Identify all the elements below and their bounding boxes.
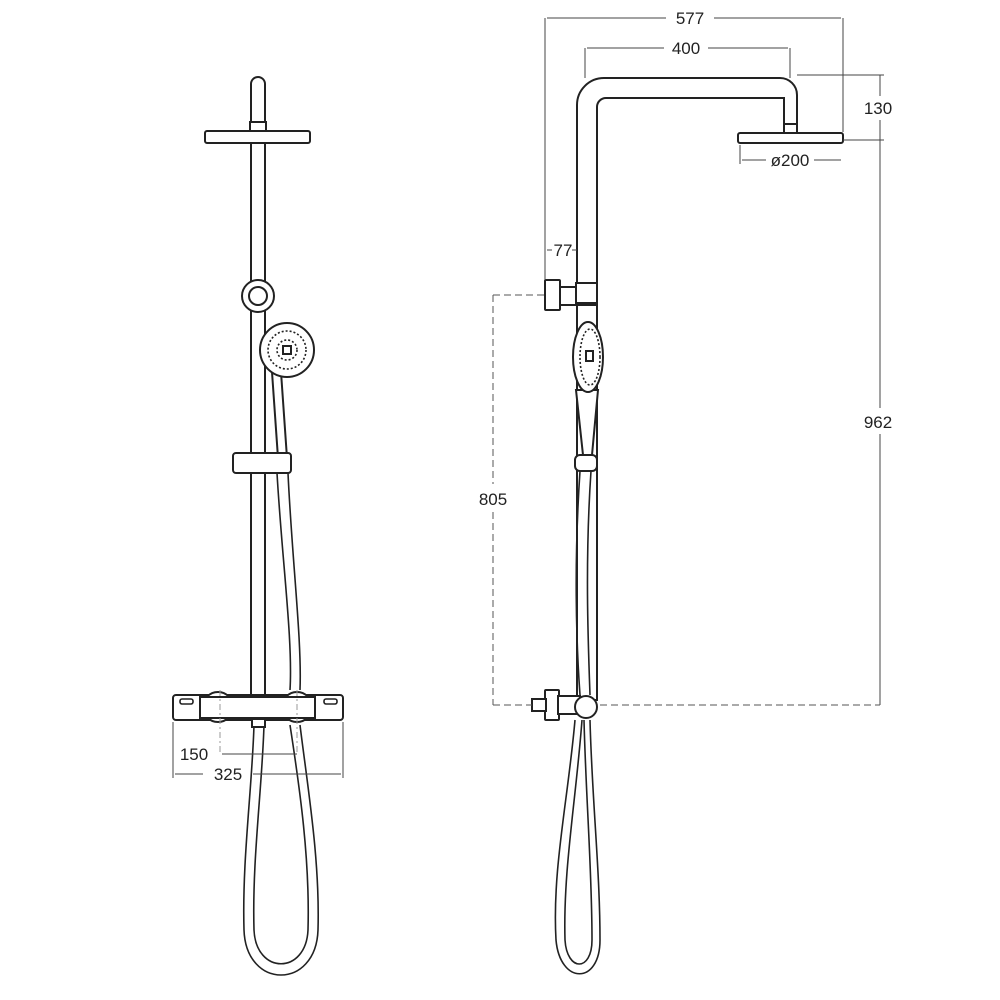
front-view: 150 325 (172, 76, 344, 976)
hose-loop (554, 719, 601, 975)
mixer-lever-left (179, 698, 194, 705)
mixer-lever-right (323, 698, 338, 705)
dimension-label-325: 325 (214, 765, 242, 784)
dimension-label-77: 77 (554, 241, 573, 260)
outlet-connector (574, 695, 598, 719)
overhead-shower-head (737, 132, 844, 144)
spray-face (579, 328, 601, 386)
wall-elbow-lower (544, 689, 560, 721)
dimension-label-962: 962 (864, 413, 892, 432)
side-view: 577 400 130 ø200 77 962 805 (479, 9, 892, 975)
dimension-label-130: 130 (864, 99, 892, 118)
overhead-connector (249, 121, 267, 132)
bracket-collar (575, 282, 598, 304)
riser-with-arm (576, 77, 798, 701)
mixer-outlet (251, 718, 266, 728)
overhead-connector (783, 123, 798, 134)
hose-loop-inner (252, 724, 310, 965)
spray-ring (267, 330, 307, 370)
dimension-label-805: 805 (479, 490, 507, 509)
dimension-label-diameter: ø200 (771, 151, 810, 170)
spray-center (282, 345, 292, 355)
mixer-body (199, 696, 316, 719)
hose-upper (575, 470, 592, 696)
overhead-shower-head (204, 130, 311, 144)
inlet-nut (531, 698, 547, 712)
dimension-label-577: 577 (676, 9, 704, 28)
hose-loop (242, 724, 320, 976)
dimension-label-150: 150 (180, 745, 208, 764)
hand-shower-handle (270, 371, 289, 459)
riser-pipe (250, 76, 266, 701)
hose-loop-inner (563, 719, 593, 965)
wall-bracket-upper (544, 279, 561, 311)
spray-center (585, 350, 594, 362)
ring-inner (248, 286, 268, 306)
hose-upper (276, 472, 302, 691)
hand-shower-holder (574, 454, 598, 472)
spray-ring-inner (276, 339, 298, 361)
dimension-label-400: 400 (672, 39, 700, 58)
hand-shower-holder (232, 452, 292, 474)
